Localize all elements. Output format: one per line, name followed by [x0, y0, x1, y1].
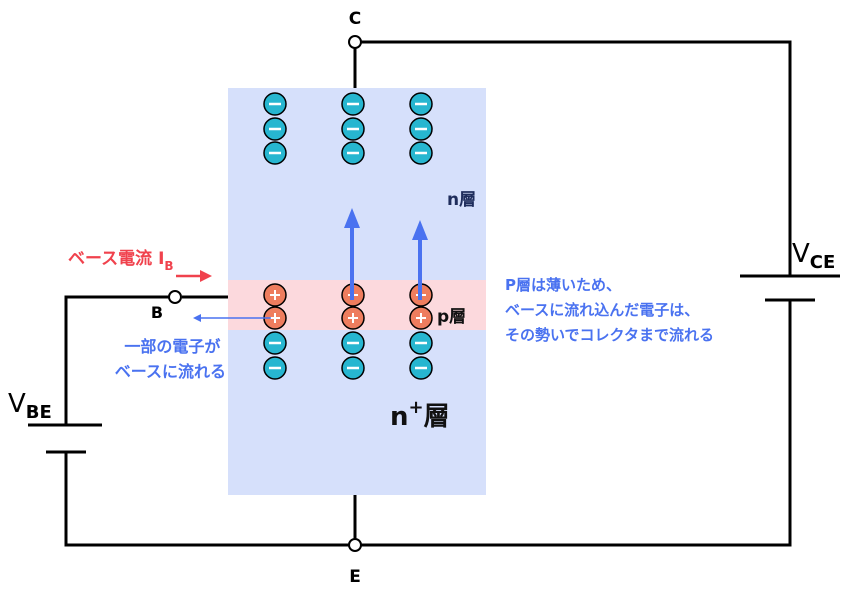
- electron: [341, 92, 365, 116]
- electron: [263, 356, 287, 380]
- base-current-label: ベース電流 IB: [68, 248, 174, 273]
- electron: [263, 117, 287, 141]
- electron: [263, 92, 287, 116]
- electron: [409, 117, 433, 141]
- hole: [409, 306, 433, 330]
- vce-label: VCE: [792, 239, 835, 273]
- electron: [409, 141, 433, 165]
- base-terminal[interactable]: [168, 290, 182, 304]
- electron: [341, 331, 365, 355]
- vbe-label: VBE: [8, 389, 52, 423]
- hole: [263, 306, 287, 330]
- electron: [341, 117, 365, 141]
- thin-layer-note: P層は薄いため、 ベースに流れ込んだ電子は、 その勢いでコレクタまで流れる: [505, 276, 714, 344]
- emitter-terminal[interactable]: [348, 538, 362, 552]
- base-current-arrow: [176, 270, 212, 282]
- electron: [409, 92, 433, 116]
- electron: [263, 141, 287, 165]
- n-layer-label: n層: [447, 190, 476, 210]
- vbe-battery: [28, 423, 102, 454]
- vce-battery: [740, 274, 840, 302]
- emitter-label: E: [349, 567, 361, 587]
- partial-flow-note: 一部の電子が ベースに流れる: [115, 337, 226, 381]
- base-label: B: [151, 303, 163, 322]
- circuit-wires: [64, 40, 792, 547]
- partial-electron-arrow: [193, 314, 271, 322]
- nplus-layer-label: n+層: [390, 397, 450, 432]
- carriers: [263, 92, 433, 380]
- collector-label: C: [349, 9, 361, 29]
- electron: [263, 331, 287, 355]
- electron-flow-arrows: [344, 208, 428, 300]
- electron: [409, 331, 433, 355]
- hole: [341, 306, 365, 330]
- collector-terminal[interactable]: [348, 35, 362, 49]
- hole: [263, 283, 287, 307]
- electron: [409, 356, 433, 380]
- electron: [341, 356, 365, 380]
- p-layer-label: p層: [437, 307, 466, 327]
- electron: [341, 141, 365, 165]
